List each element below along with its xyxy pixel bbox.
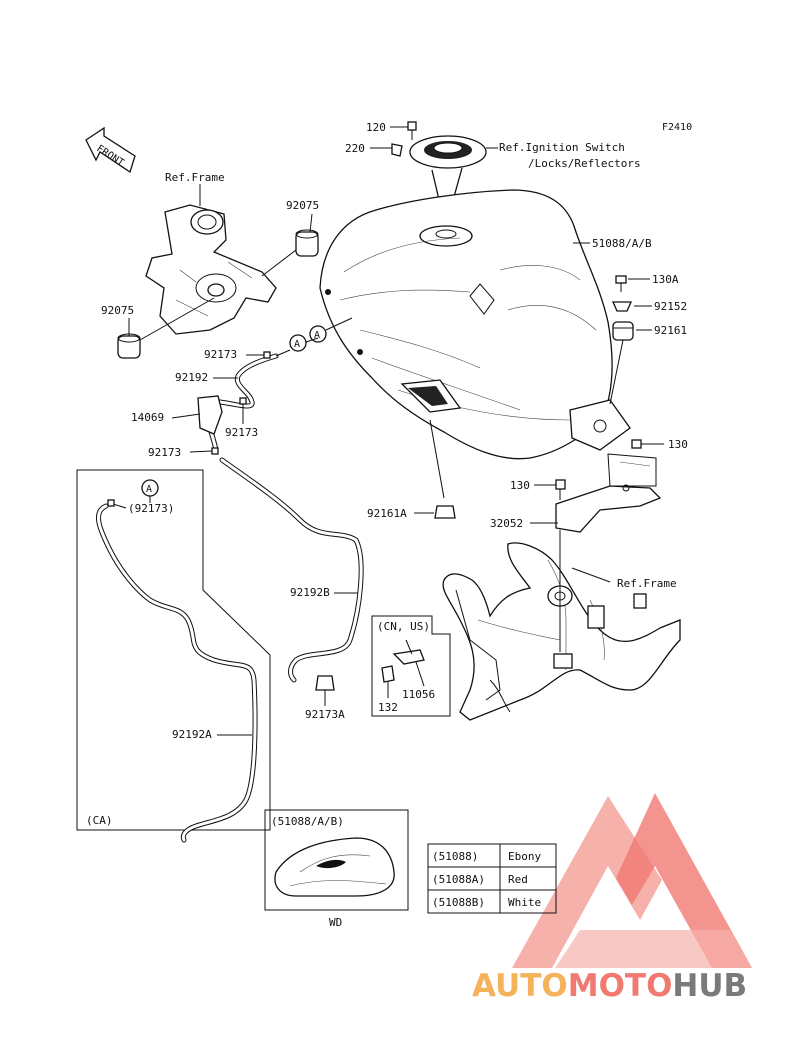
part-220: 220: [345, 142, 365, 155]
part-11056: 11056: [402, 688, 435, 701]
part-130-right: 130: [668, 438, 688, 451]
inset-wd-label: WD: [329, 916, 342, 929]
part-92173-c: 92173: [148, 446, 181, 459]
watermark-auto: AUTO: [472, 968, 568, 1004]
damper-92161: 92161: [609, 321, 687, 405]
marker-a-top: A A: [289, 317, 353, 352]
bolt-130-mid: 130: [510, 479, 566, 500]
fuel-cap-assembly: 120 220 Ref.Ignition Switch /Locks/Refle…: [345, 121, 641, 228]
grommet-top: 92075: [261, 199, 319, 277]
svg-text:A: A: [294, 339, 300, 350]
frame-lower: Ref.Frame: [442, 530, 681, 721]
part-32052: 32052: [490, 517, 523, 530]
part-132: 132: [378, 701, 398, 714]
part-92192A: 92192A: [172, 728, 212, 741]
part-130A: 130A: [652, 273, 679, 286]
watermark-moto: MOTO: [568, 968, 673, 1004]
color-table: (51088) Ebony (51088A) Red (51088B) Whit…: [427, 843, 557, 914]
damper-92161A: 92161A: [367, 419, 456, 520]
ca-label: (CA): [86, 814, 113, 827]
inset-label: (51088/A/B): [271, 815, 344, 828]
bracket-32052: 32052: [490, 453, 662, 533]
grommet-left: 92075: [101, 297, 215, 359]
part-92161: 92161: [654, 324, 687, 337]
part-92173-b: 92173: [225, 426, 258, 439]
part-92192B: 92192B: [290, 586, 330, 599]
part-14069: 14069: [131, 411, 164, 424]
ref-ignition-line1: Ref.Ignition Switch: [499, 141, 625, 154]
part-130-mid: 130: [510, 479, 530, 492]
bolt-130A: 130A: [615, 273, 679, 292]
front-arrow-icon: FRONT: [85, 126, 136, 174]
part-51088: 51088/A/B: [592, 237, 652, 250]
part-92152: 92152: [654, 300, 687, 313]
table-color-cell: Ebony: [508, 850, 541, 863]
table-color-cell: White: [508, 896, 541, 909]
part-92161A: 92161A: [367, 507, 407, 520]
part-92173A: 92173A: [305, 708, 345, 721]
table-code-cell: (51088A): [432, 873, 485, 886]
watermark-logo: AUTOMOTOHUB: [472, 793, 752, 1004]
ca-variant-box: A (92173) 92192A (CA): [76, 469, 271, 843]
part-92075-left: 92075: [101, 304, 134, 317]
breather-hose-upper: 92173 92192 14069 92173 92173: [131, 348, 291, 459]
fuel-tank: 51088/A/B: [319, 189, 652, 460]
svg-text:A: A: [146, 484, 152, 495]
ref-frame-bottom-label: Ref.Frame: [617, 577, 677, 590]
svg-text:AUTOMOTOHUB: AUTOMOTOHUB: [472, 968, 747, 1004]
table-color-cell: Red: [508, 873, 528, 886]
hose-92192B: 92192B: [219, 457, 364, 683]
cn-us-variant-box: (CN, US) 11056 132: [371, 615, 451, 717]
cap-92173A: 92173A: [305, 675, 345, 721]
bolt-130-right: 130: [631, 438, 688, 451]
frame-bracket: Ref.Frame: [145, 171, 277, 335]
ref-frame-top-label: Ref.Frame: [165, 171, 225, 184]
cn-us-label: (CN, US): [377, 620, 430, 633]
part-92173-paren: (92173): [128, 502, 174, 515]
ref-ignition-line2: /Locks/Reflectors: [528, 157, 641, 170]
svg-text:A: A: [314, 330, 320, 341]
part-120: 120: [366, 121, 386, 134]
collar-92152: 92152: [611, 300, 687, 313]
table-code-cell: (51088B): [432, 896, 485, 909]
part-92173-a: 92173: [204, 348, 237, 361]
part-92075-top: 92075: [286, 199, 319, 212]
part-92192: 92192: [175, 371, 208, 384]
watermark-hub: HUB: [672, 968, 747, 1004]
tank-variant-inset: (51088/A/B) WD: [264, 809, 409, 929]
table-code-cell: (51088): [432, 850, 478, 863]
figure-code: F2410: [662, 122, 692, 133]
